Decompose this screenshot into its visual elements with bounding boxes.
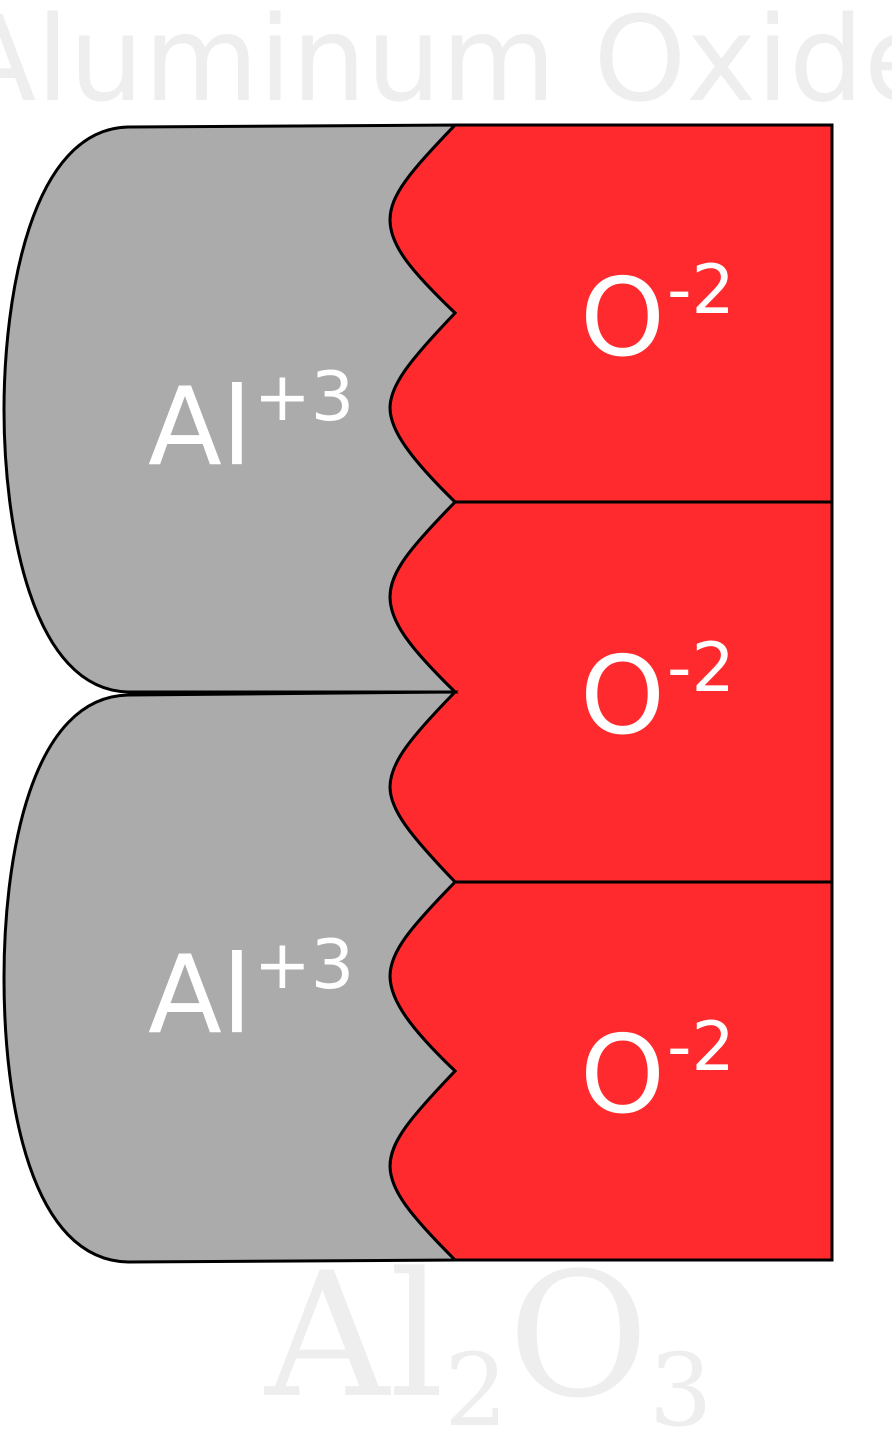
aluminum-ion-piece-2 <box>2 690 459 1264</box>
aluminum-ion-piece-1 <box>2 123 459 694</box>
oxide-ion-label-1: O-2 <box>580 251 735 381</box>
oxide-ion-label-3: O-2 <box>580 1008 735 1138</box>
aluminum-ion-label-2: Al+3 <box>148 926 354 1058</box>
chemical-formula: Al2O3 <box>263 1235 713 1443</box>
oxide-ion-label-2: O-2 <box>580 629 735 759</box>
aluminum-ion-label-1: Al+3 <box>148 358 354 490</box>
diagram-title: Aluminum Oxide <box>0 0 892 128</box>
